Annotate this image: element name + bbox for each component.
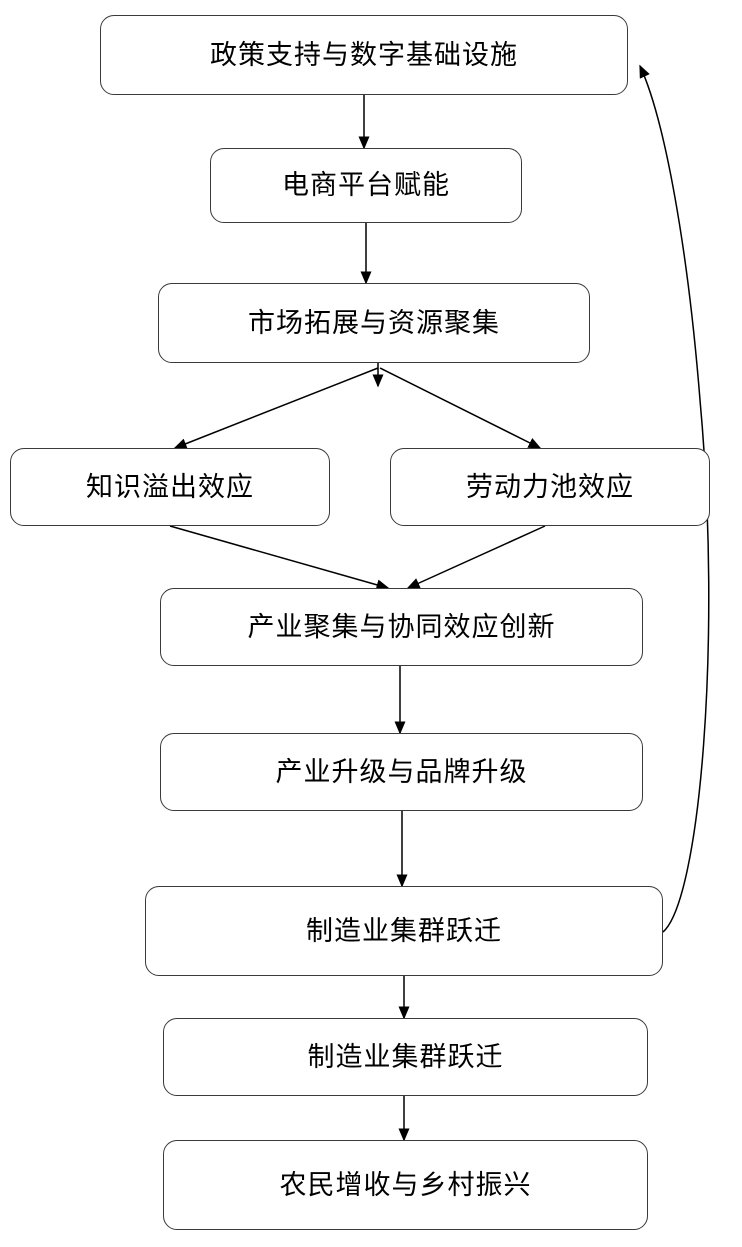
node-labor-pool-effect[interactable]: 劳动力池效应 — [390, 448, 710, 526]
node-label: 政策支持与数字基础设施 — [210, 39, 518, 70]
node-label: 产业升级与品牌升级 — [275, 756, 528, 787]
node-label: 电商平台赋能 — [282, 170, 450, 201]
node-policy-support[interactable]: 政策支持与数字基础设施 — [100, 15, 628, 95]
node-label: 劳动力池效应 — [466, 471, 634, 502]
node-label: 农民增收与乡村振兴 — [279, 1169, 532, 1200]
node-farmer-income-rural-revitalization[interactable]: 农民增收与乡村振兴 — [163, 1140, 648, 1230]
node-label: 知识溢出效应 — [86, 471, 254, 502]
edge-n5-n6 — [406, 525, 546, 589]
node-industrial-agglomeration-synergy-innovation[interactable]: 产业聚集与协同效应创新 — [160, 588, 643, 666]
node-ecommerce-platform-empowerment[interactable]: 电商平台赋能 — [210, 148, 522, 223]
node-label: 市场拓展与资源聚集 — [248, 307, 500, 338]
node-label: 制造业集群跃迁 — [307, 1041, 504, 1072]
edge-n4-n6 — [169, 525, 390, 591]
node-label: 产业聚集与协同效应创新 — [247, 611, 556, 642]
node-industrial-brand-upgrade[interactable]: 产业升级与品牌升级 — [160, 733, 643, 811]
node-market-expansion-resource-aggregation[interactable]: 市场拓展与资源聚集 — [158, 283, 590, 363]
node-manufacturing-cluster-transition-2[interactable]: 制造业集群跃迁 — [163, 1018, 648, 1096]
node-manufacturing-cluster-transition-1[interactable]: 制造业集群跃迁 — [145, 886, 663, 976]
edge-n3-n5 — [379, 367, 542, 449]
edge-n3-n4 — [173, 367, 379, 449]
node-label: 制造业集群跃迁 — [306, 915, 502, 946]
node-knowledge-spillover-effect[interactable]: 知识溢出效应 — [10, 448, 330, 526]
